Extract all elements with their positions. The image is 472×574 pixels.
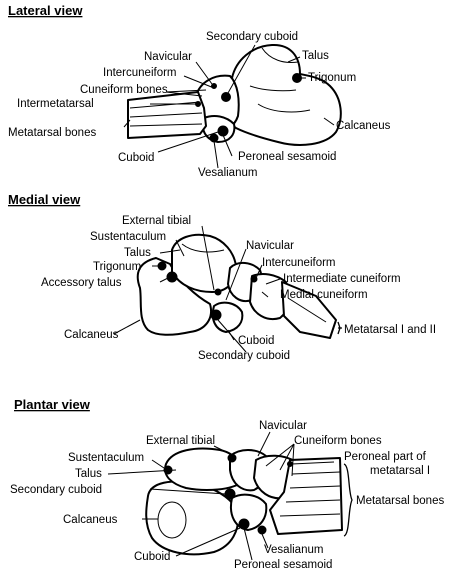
medial-label-secondary-cuboid: Secondary cuboid: [198, 350, 290, 362]
lateral-label-trigonum: Trigonum: [308, 72, 356, 84]
medial-label-metatarsal-i-ii: Metatarsal I and II: [344, 324, 436, 336]
plantar-label-cuneiform-bones: Cuneiform bones: [294, 435, 382, 447]
plantar-label-navicular: Navicular: [259, 420, 307, 432]
medial-cuboid-bone: [211, 301, 244, 333]
lateral-leaders: [123, 44, 335, 169]
plantar-label-peroneal-part-line1: Peroneal part of: [344, 451, 427, 463]
medial-accessory-talus-dot: [166, 271, 178, 283]
lateral-label-metatarsal-bones: Metatarsal bones: [8, 127, 96, 139]
medial-label-intercuneiform: Intercuneiform: [262, 257, 336, 269]
plantar-label-calcaneus: Calcaneus: [63, 514, 118, 526]
medial-foot-drawing: [136, 233, 337, 339]
lateral-label-calcaneus: Calcaneus: [336, 120, 391, 132]
lateral-foot-drawing: [127, 43, 342, 146]
plantar-label-cuboid: Cuboid: [134, 551, 170, 563]
medial-label-external-tibial: External tibial: [122, 215, 191, 227]
plantar-peroneal-part-dot: [287, 461, 293, 467]
plantar-view: Plantar view: [10, 397, 444, 571]
medial-trigonum-dot: [157, 261, 167, 271]
medial-label-talus: Talus: [124, 247, 151, 259]
plantar-secondary-cuboid-dot: [224, 488, 236, 500]
lateral-labels: Secondary cuboid Navicular Talus Intercu…: [8, 31, 391, 179]
medial-label-medial-cuneiform: Medial cuneiform: [280, 289, 368, 301]
medial-external-tibial-dot: [214, 288, 222, 296]
plantar-foot-drawing: [145, 447, 343, 556]
medial-label-accessory-talus: Accessory talus: [41, 277, 122, 289]
plantar-label-sustentaculum: Sustentaculum: [68, 452, 144, 464]
lateral-label-cuneiform-bones: Cuneiform bones: [80, 84, 168, 96]
lateral-vesalianum-dot: [209, 133, 219, 143]
medial-label-calcaneus: Calcaneus: [64, 329, 119, 341]
lateral-label-navicular: Navicular: [144, 51, 192, 63]
plantar-label-secondary-cuboid: Secondary cuboid: [10, 484, 102, 496]
medial-view-title: Medial view: [8, 192, 81, 207]
plantar-label-metatarsal-bones: Metatarsal bones: [356, 495, 444, 507]
lateral-label-vesalianum: Vesalianum: [198, 167, 257, 179]
medial-label-trigonum: Trigonum: [93, 261, 141, 273]
lateral-view: Lateral view: [8, 3, 391, 179]
plantar-peroneal-sesamoid-dot: [238, 518, 250, 530]
medial-secondary-cuboid-dot: [210, 309, 222, 321]
lateral-label-secondary-cuboid: Secondary cuboid: [206, 31, 298, 43]
medial-label-navicular: Navicular: [246, 240, 294, 252]
medial-calcaneus-bone: [136, 257, 212, 336]
lateral-label-cuboid: Cuboid: [118, 152, 154, 164]
lateral-label-intermetatarsal: Intermetatarsal: [17, 98, 94, 110]
lateral-label-talus: Talus: [302, 50, 329, 62]
medial-label-cuboid: Cuboid: [238, 335, 274, 347]
medial-label-sustentaculum: Sustentaculum: [90, 231, 166, 243]
medial-leaders: [113, 225, 342, 353]
medial-label-intermediate-cuneiform: Intermediate cuneiform: [283, 273, 401, 285]
plantar-labels: Navicular External tibial Cuneiform bone…: [10, 420, 444, 571]
lateral-label-intercuneiform: Intercuneiform: [103, 67, 177, 79]
medial-talus-bone: [171, 233, 238, 293]
medial-view: Medial view: [8, 192, 436, 362]
plantar-label-peroneal-sesamoid: Peroneal sesamoid: [234, 559, 332, 571]
lateral-label-peroneal-sesamoid: Peroneal sesamoid: [238, 151, 336, 163]
plantar-label-vesalianum: Vesalianum: [264, 544, 323, 556]
medial-metatarsals: [281, 281, 337, 339]
medial-intercuneiform-dot: [250, 275, 258, 283]
plantar-leaders: [107, 431, 353, 561]
plantar-calcaneus-bone: [145, 480, 240, 556]
plantar-view-title: Plantar view: [14, 397, 91, 412]
lateral-view-title: Lateral view: [8, 3, 83, 18]
plantar-label-external-tibial: External tibial: [146, 435, 215, 447]
plantar-vesalianum-dot: [257, 525, 267, 535]
lateral-calcaneus-bone: [225, 43, 342, 146]
plantar-label-peroneal-part-line2: metatarsal I: [370, 465, 430, 477]
lateral-peroneal-sesamoid-dot: [217, 125, 229, 137]
lateral-secondary-cuboid-dot: [221, 92, 231, 102]
plantar-external-tibial-dot: [227, 453, 237, 463]
plantar-label-talus: Talus: [75, 468, 102, 480]
medial-labels: External tibial Sustentaculum Talus Navi…: [41, 215, 436, 362]
